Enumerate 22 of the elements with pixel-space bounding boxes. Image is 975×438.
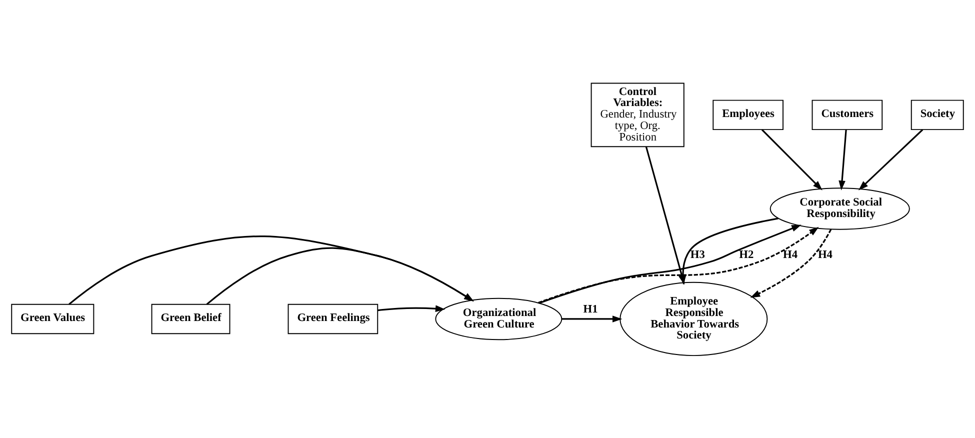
- edge-label: H1: [583, 303, 598, 316]
- arrow: [750, 228, 832, 298]
- edge-label: H4: [818, 248, 832, 261]
- arrow: [838, 129, 847, 190]
- arrow: [378, 304, 446, 312]
- node-box: Employees: [712, 99, 784, 130]
- arrow: [206, 246, 474, 304]
- edge-label: H2: [739, 248, 754, 261]
- edge-label: H3: [690, 248, 705, 261]
- node-box: Control Variables: Gender, Industry type, Org. Position: [590, 82, 684, 147]
- arrow: [562, 315, 622, 322]
- node-box: Green Belief: [151, 303, 230, 334]
- node-ellipse: Corporate Social Responsibility: [770, 187, 910, 230]
- edge-label: H4: [783, 248, 798, 261]
- arrow: [858, 128, 924, 190]
- node-ellipse: Employee Responsible Behavior Towards Society: [620, 281, 768, 356]
- node-box: Green Values: [11, 303, 94, 334]
- arrow: [68, 235, 474, 304]
- arrow: [761, 128, 822, 190]
- node-box: Green Feelings: [288, 303, 378, 334]
- node-box: Customers: [812, 99, 883, 130]
- node-box: Society: [910, 99, 964, 130]
